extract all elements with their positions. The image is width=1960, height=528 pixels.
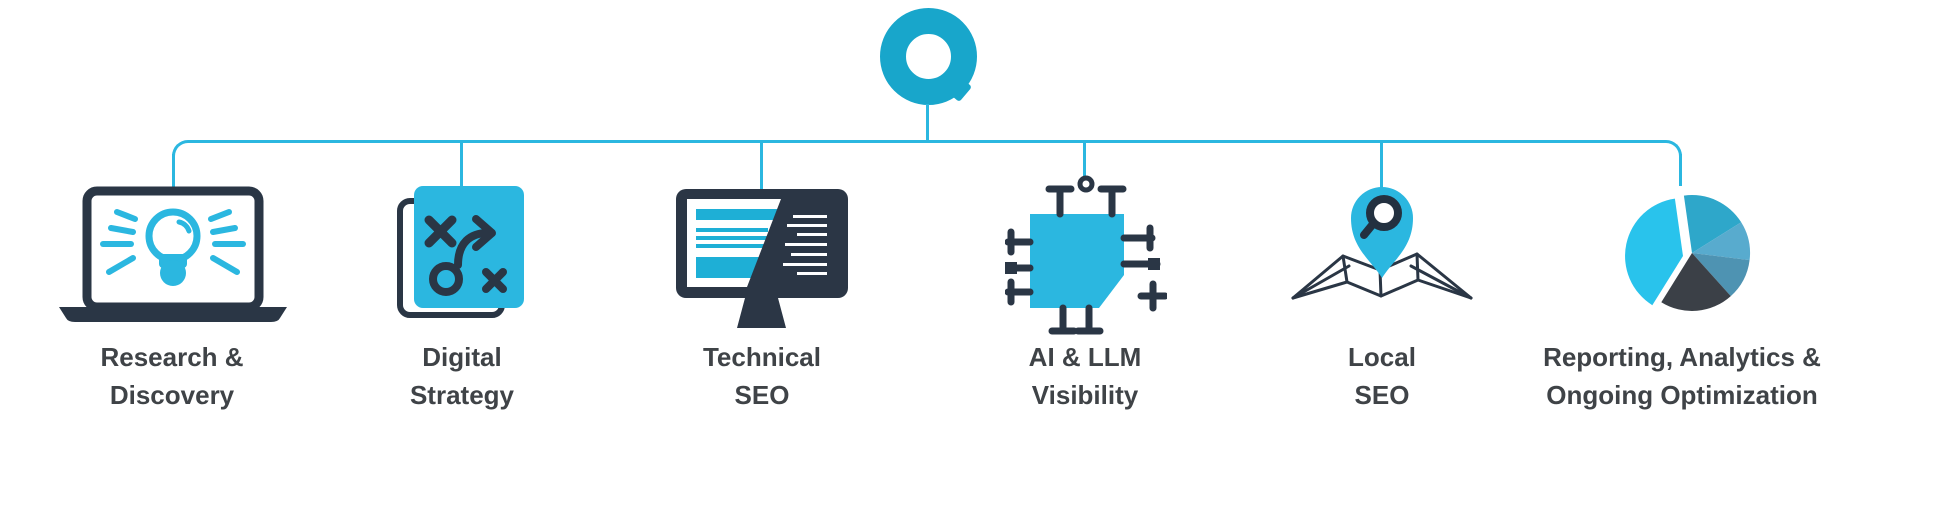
node-label-5-line1: Local — [1348, 342, 1416, 372]
node-label-5: Local SEO — [1232, 338, 1532, 414]
node-label-1: Research & Discovery — [22, 338, 322, 414]
drop-line-1 — [172, 154, 175, 190]
drop-line-4 — [1083, 143, 1086, 181]
hub-stem-line — [926, 104, 929, 142]
laptop-idea-icon — [59, 186, 287, 323]
drop-line-5 — [1380, 143, 1383, 188]
cpu-chip-icon — [1004, 172, 1169, 340]
drop-line-6 — [1679, 154, 1682, 186]
drop-line-3 — [760, 143, 763, 190]
node-label-1-line1: Research & — [100, 342, 244, 372]
node-label-6-line2: Ongoing Optimization — [1546, 380, 1818, 410]
node-label-2-line2: Strategy — [409, 380, 515, 410]
node-label-1-line2: Discovery — [109, 380, 235, 410]
drop-line-2 — [460, 143, 463, 188]
node-label-3-line2: SEO — [734, 380, 790, 410]
node-label-4: AI & LLM Visibility — [935, 338, 1235, 414]
node-label-4-line2: Visibility — [1031, 380, 1139, 410]
node-label-5-line2: SEO — [1354, 380, 1410, 410]
node-label-3: Technical SEO — [612, 338, 912, 414]
monitor-code-icon — [675, 188, 850, 330]
node-label-3-line1: Technical — [702, 342, 821, 372]
node-label-4-line1: AI & LLM — [1028, 342, 1142, 372]
pie-chart-icon — [1612, 178, 1772, 320]
map-pin-search-icon — [1287, 186, 1477, 316]
node-label-6: Reporting, Analytics & Ongoing Optimizat… — [1492, 338, 1872, 414]
node-label-6-line1: Reporting, Analytics & — [1543, 342, 1821, 372]
connector-rail — [172, 140, 1682, 157]
node-label-2: Digital Strategy — [312, 338, 612, 414]
node-label-2-line1: Digital — [422, 342, 502, 372]
strategy-board-icon — [396, 183, 528, 320]
